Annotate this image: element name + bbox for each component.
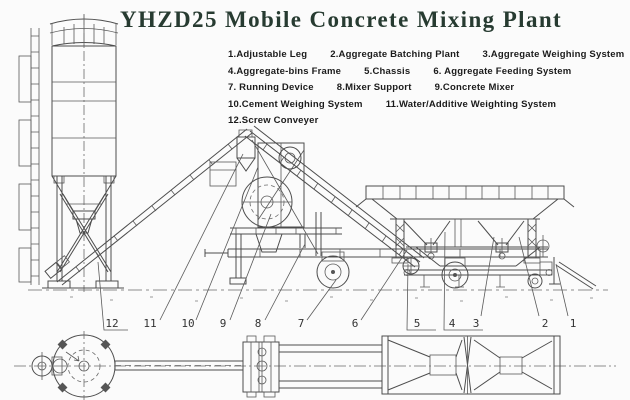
legend-item: 10.Cement Weighing System <box>228 98 363 110</box>
legend-item: 7. Running Device <box>228 82 314 93</box>
legend-item: 1.Adjustable Leg <box>228 49 308 60</box>
part-number-label: 9 <box>220 317 227 330</box>
screw-conveyor-drawing <box>44 128 253 286</box>
legend-row: 10.Cement Weighing System 11.Water/Addit… <box>228 99 624 110</box>
part-number-label: 8 <box>255 317 262 330</box>
part-number-label: 4 <box>449 317 456 330</box>
concrete-mixer-drawing <box>209 129 342 285</box>
legend-item: 12.Screw Conveyer <box>228 115 319 126</box>
legend-item: 3.Aggregate Weighing System <box>482 49 625 60</box>
legend-row: 7. Running Device 8.Mixer Support 9.Conc… <box>228 82 624 93</box>
part-number-label: 6 <box>352 317 359 330</box>
part-number-label: 7 <box>298 317 305 330</box>
legend-row: 4.Aggregate-bins Frame 5.Chassis 6. Aggr… <box>228 66 624 77</box>
page-title: YHZD25 Mobile Concrete Mixing Plant <box>120 7 563 32</box>
parts-legend: 1.Adjustable Leg 2.Aggregate Batching Pl… <box>228 49 624 132</box>
part-numbers: 12 11 10 9 8 7 6 5 4 3 2 1 <box>105 317 576 330</box>
part-number-label: 11 <box>143 317 156 330</box>
leader-lines <box>97 153 569 331</box>
chassis-drawing <box>204 248 548 258</box>
legend-row: 12.Screw Conveyer <box>228 115 624 126</box>
part-number-label: 12 <box>105 317 118 330</box>
cement-silo-drawing <box>18 14 124 292</box>
legend-item: 5.Chassis <box>364 65 411 77</box>
plan-view-drawing <box>14 331 616 400</box>
legend-item: 2.Aggregate Batching Plant <box>330 49 460 60</box>
part-number-label: 10 <box>181 317 194 330</box>
part-number-label: 1 <box>570 317 577 330</box>
part-number-label: 2 <box>542 317 549 330</box>
legend-item: 6. Aggregate Feeding System <box>433 65 572 77</box>
legend-item: 9.Concrete Mixer <box>434 82 515 93</box>
ground-line <box>28 289 608 302</box>
batching-plant-drawing <box>355 185 597 290</box>
legend-item: 11.Water/Additive Weighting System <box>385 98 557 110</box>
part-number-label: 3 <box>473 317 480 330</box>
legend-item: 4.Aggregate-bins Frame <box>228 65 342 77</box>
legend-item: 8.Mixer Support <box>336 82 412 93</box>
part-number-label: 5 <box>414 317 421 330</box>
legend-row: 1.Adjustable Leg 2.Aggregate Batching Pl… <box>228 49 624 60</box>
